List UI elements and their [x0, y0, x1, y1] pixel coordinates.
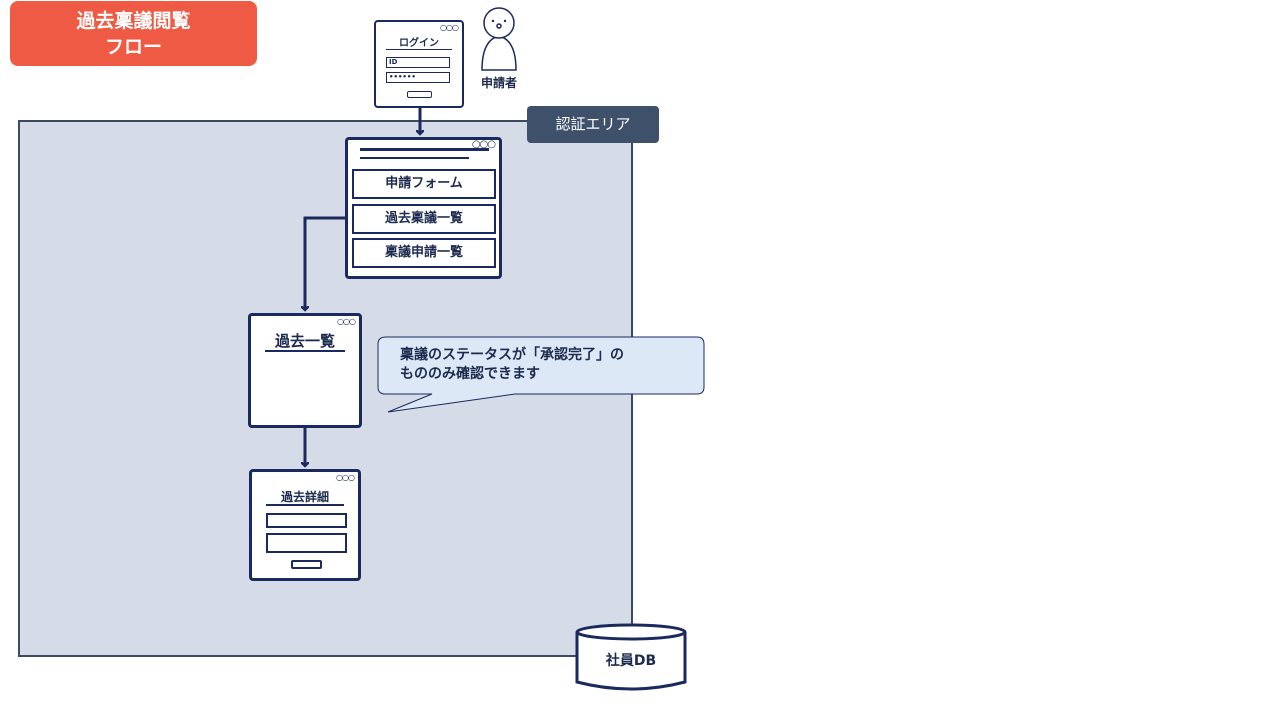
divider: [360, 157, 469, 159]
diagram-title: 過去稟議閲覧 フロー: [10, 1, 257, 66]
login-screen: ○○○ ログイン ID ••••••: [374, 20, 464, 108]
password-field: ••••••: [386, 72, 450, 83]
login-button: [407, 91, 432, 98]
divider: [266, 504, 344, 506]
callout-text: 稟議のステータスが「承認完了」の もののみ確認できます: [400, 346, 700, 384]
login-title: ログイン: [399, 38, 439, 49]
detail-field: [266, 513, 347, 528]
past-list-title: 過去一覧: [274, 332, 335, 350]
auth-area-label: 認証エリア: [527, 106, 659, 143]
title-line-1: 過去稟議閲覧: [76, 10, 191, 32]
window-controls-icon: ○○○: [440, 23, 459, 32]
detail-field: [266, 533, 347, 553]
callout-bubble: [377, 336, 705, 413]
arrow-menu-to-list: [305, 216, 351, 310]
window-controls-icon: ○○○: [337, 317, 356, 326]
menu-item-ringi-application-list: 稟議申請一覧: [352, 238, 496, 268]
menu-item-application-form: 申請フォーム: [352, 169, 496, 199]
divider: [265, 350, 345, 352]
callout-line-1: 稟議のステータスが「承認完了」の: [400, 347, 624, 363]
window-controls-icon: ○○○: [336, 473, 355, 482]
callout-line-2: もののみ確認できます: [400, 366, 540, 382]
database-label: 社員DB: [605, 653, 657, 669]
user-icon: [481, 7, 517, 71]
menu-screen: ○○○ 申請フォーム 過去稟議一覧 稟議申請一覧: [345, 137, 502, 279]
divider: [386, 49, 452, 50]
divider: [360, 148, 489, 151]
detail-button: [291, 560, 322, 569]
window-controls-icon: ○○○: [471, 139, 496, 150]
past-list-screen: ○○○ 過去一覧: [248, 313, 362, 428]
past-detail-screen: ○○○ 過去詳細: [249, 469, 361, 581]
id-field: ID: [386, 57, 450, 68]
database-icon: [575, 623, 687, 691]
title-line-2: フロー: [104, 36, 162, 58]
past-detail-title: 過去詳細: [280, 490, 329, 504]
menu-item-past-ringi-list: 過去稟議一覧: [352, 204, 496, 234]
user-label: 申請者: [480, 76, 517, 90]
